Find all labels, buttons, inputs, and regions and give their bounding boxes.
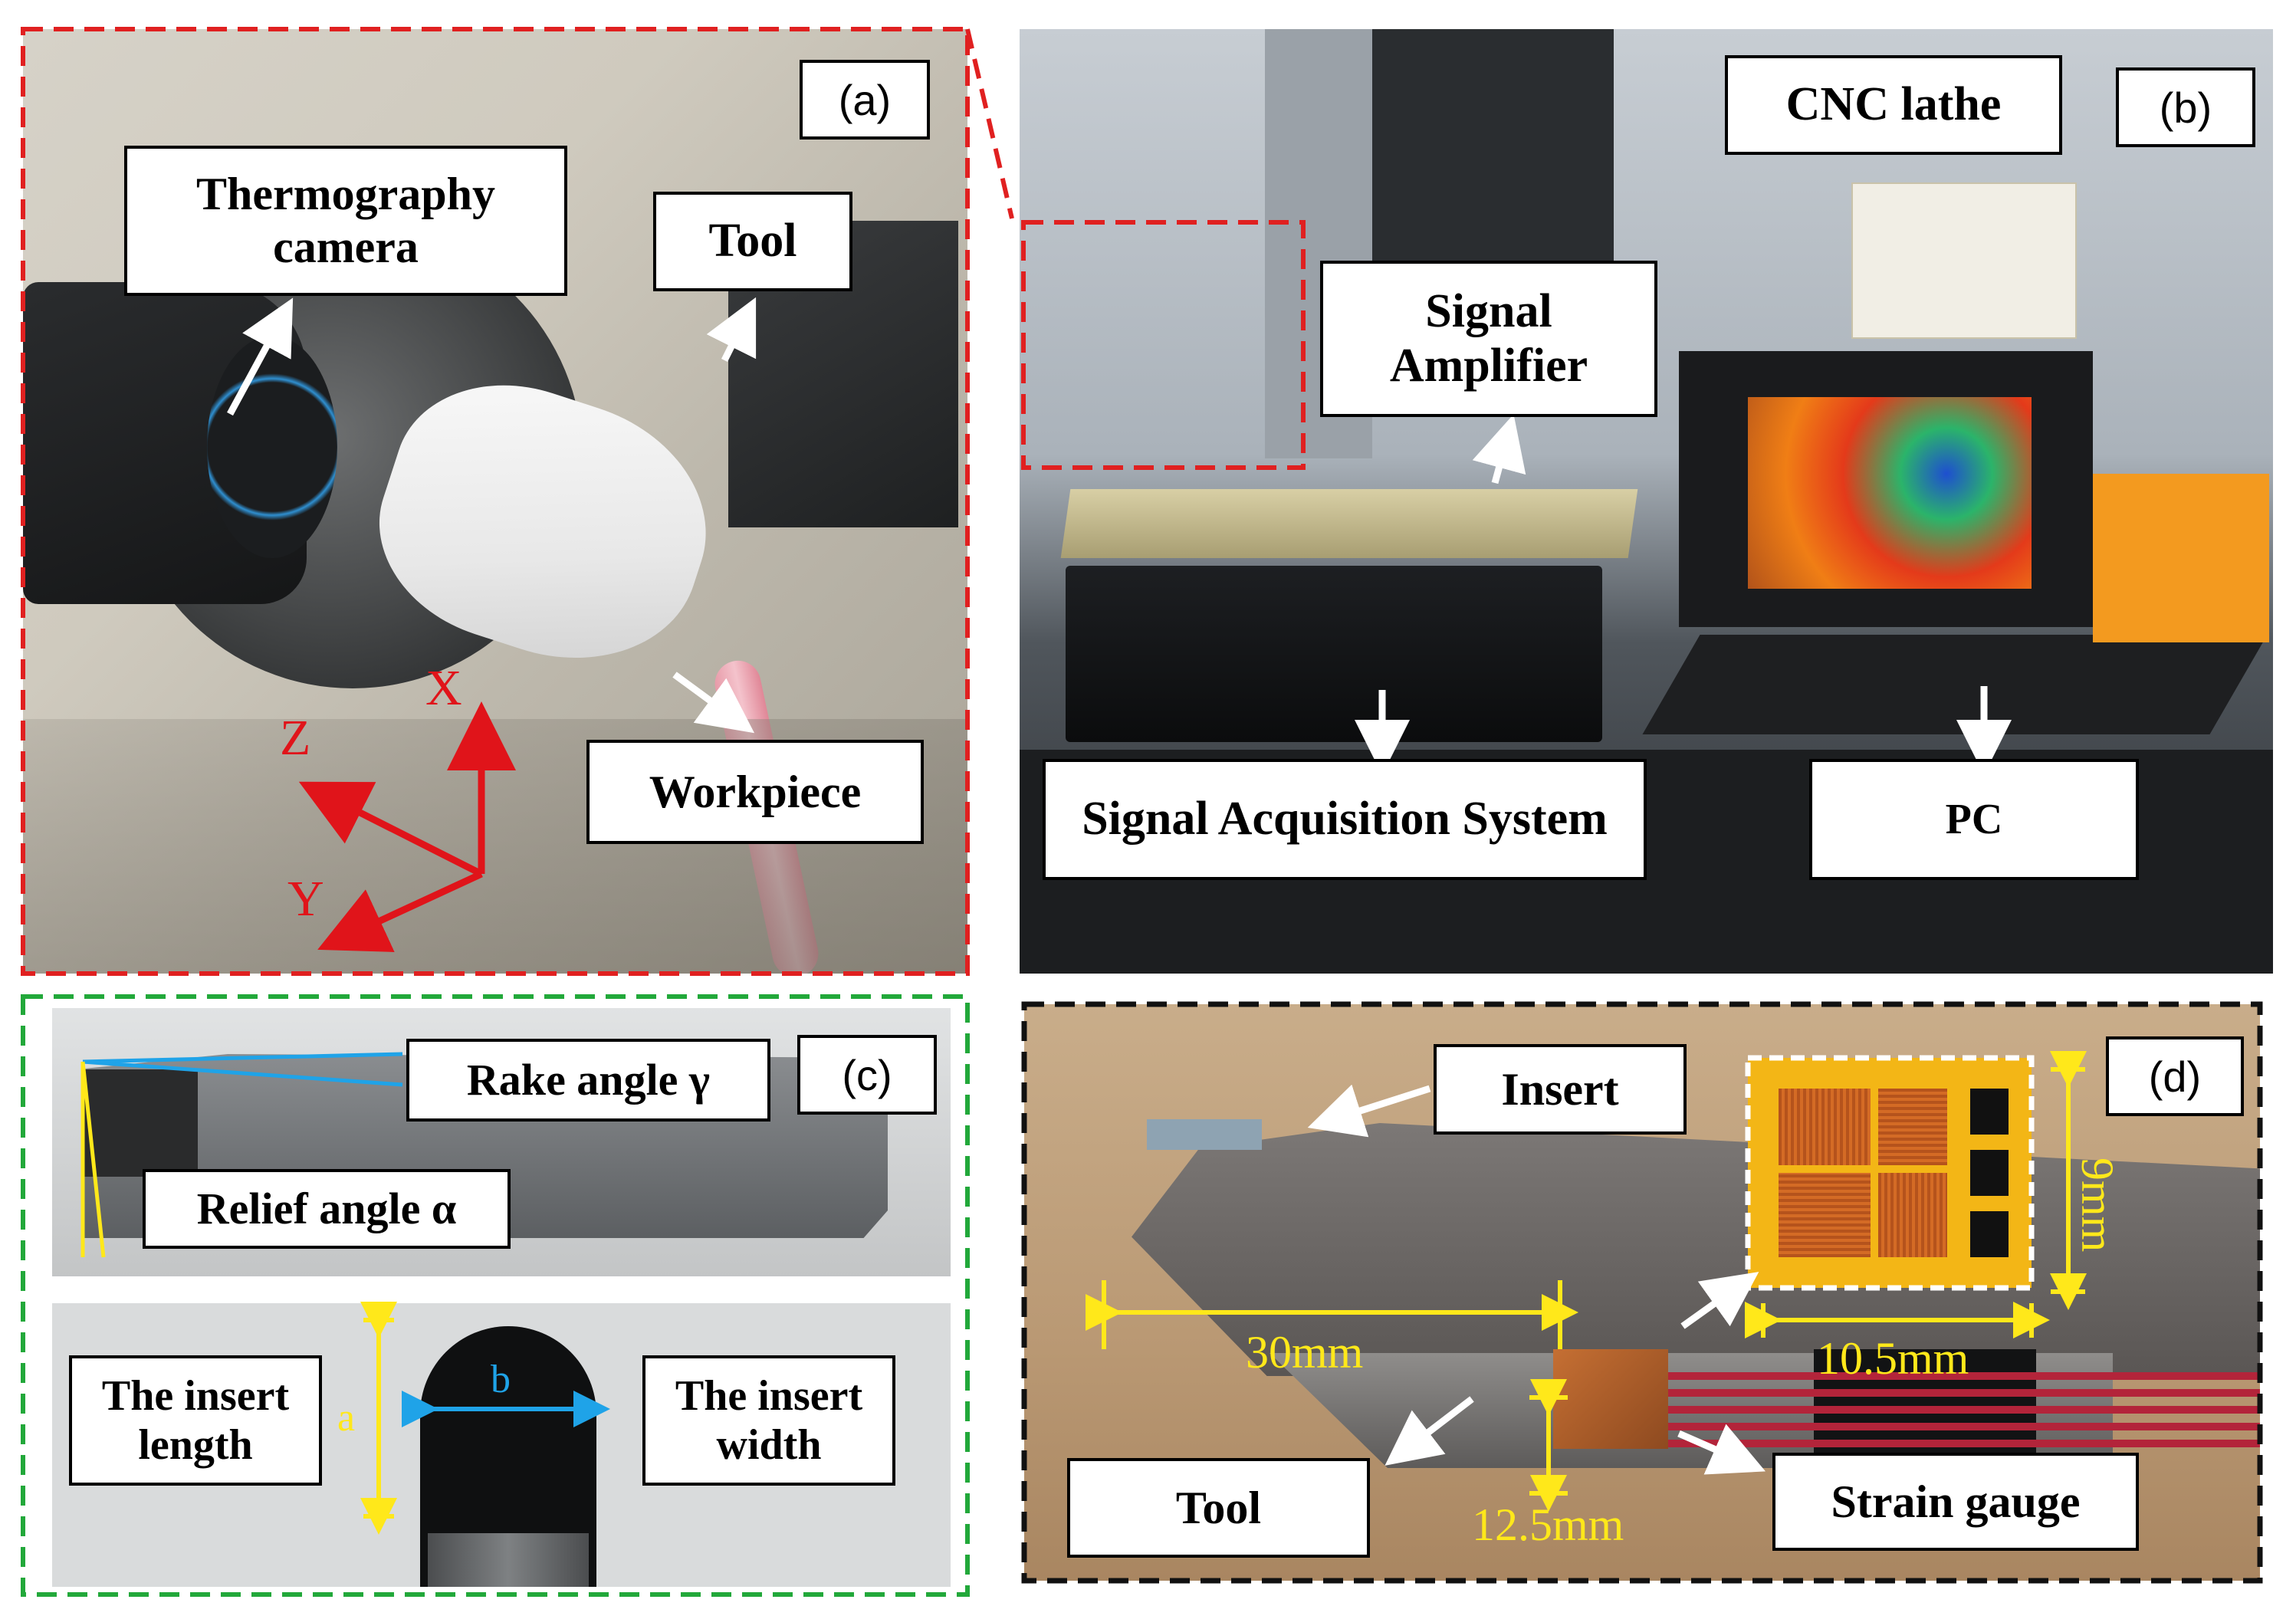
dim-10.5mm-label: 10.5mm [1817,1333,1969,1384]
strain-gauge-label: Strain gauge [1772,1453,2139,1551]
safety-notice-sign [1851,182,2077,339]
rake-angle-line-2 [82,1059,403,1087]
thermal-image-on-screen [1748,397,2032,589]
rake-angle-line-1 [82,1052,403,1064]
dim-9mm-label: 9mm [2072,1158,2123,1253]
insert-piece [1147,1119,1262,1150]
camera-lens-ring [207,336,337,558]
relief-angle-label: Relief angle α [143,1169,511,1249]
tool-pointer-arrow-d [1384,1396,1474,1466]
insert-label: Insert [1434,1044,1687,1135]
relief-angle-line-2 [80,1061,106,1258]
signal-amplifier-label: Signal Amplifier [1320,261,1657,417]
tool-pointer-arrow [706,297,757,363]
panel-a-tag: (a) [800,60,930,140]
z-axis-arrow [298,781,484,878]
rake-angle-label: Rake angle γ [406,1039,770,1122]
dim-a-label: a [337,1396,356,1440]
panel-b-tag: (b) [2116,67,2255,147]
gauge-pad-3 [1970,1211,2009,1257]
insert-width-label: The insert width [642,1355,895,1486]
insert-tip [83,1069,198,1177]
amplifier-pointer-arrow [1472,414,1526,484]
signal-acquisition-label: Signal Acquisition System [1043,759,1647,880]
axis-label-x: X [425,660,462,716]
signal-acquisition-box [1066,566,1602,742]
gauge-grid-3 [1779,1173,1871,1257]
workpiece-pointer-arrow [672,672,755,734]
red-wires [1668,1372,2260,1449]
gauge-pad-2 [1970,1150,2009,1196]
insert-length-label: The insert length [69,1355,322,1486]
gauge-grid-1 [1779,1089,1871,1165]
thermography-camera-label: Thermography camera [124,146,567,296]
insert-pointer-arrow [1307,1084,1431,1138]
small-strain-gauge [1553,1349,1668,1449]
orange-device [2093,474,2269,642]
gauge-grid-2 [1878,1089,1947,1165]
pc-label: PC [1809,759,2139,880]
workpiece-label: Workpiece [586,740,924,844]
gauge-zoom-arrow [1680,1272,1759,1329]
strain-pointer-arrow [1677,1424,1766,1475]
gauge-pad-1 [1970,1089,2009,1135]
cnc-control-panel [1361,29,1614,305]
tool-label-a: Tool [653,192,852,291]
axis-label-z: Z [280,710,311,766]
dim-b-label: b [491,1358,511,1401]
insert-shank [428,1533,589,1587]
cnc-lathe-label: CNC lathe [1725,55,2062,155]
dim-30mm-label: 30mm [1246,1327,1364,1378]
strain-gauge-closeup [1748,1058,2032,1288]
panel-c-tag: (c) [797,1035,937,1115]
panel-d-tag: (d) [2106,1036,2244,1116]
axis-label-y: Y [287,871,324,927]
tool-label-d: Tool [1067,1458,1370,1558]
dim-12.5mm-label: 12.5mm [1472,1499,1624,1550]
camera-pointer-arrow [227,297,294,416]
gauge-grid-4 [1878,1173,1947,1257]
y-axis-arrow [317,870,483,952]
